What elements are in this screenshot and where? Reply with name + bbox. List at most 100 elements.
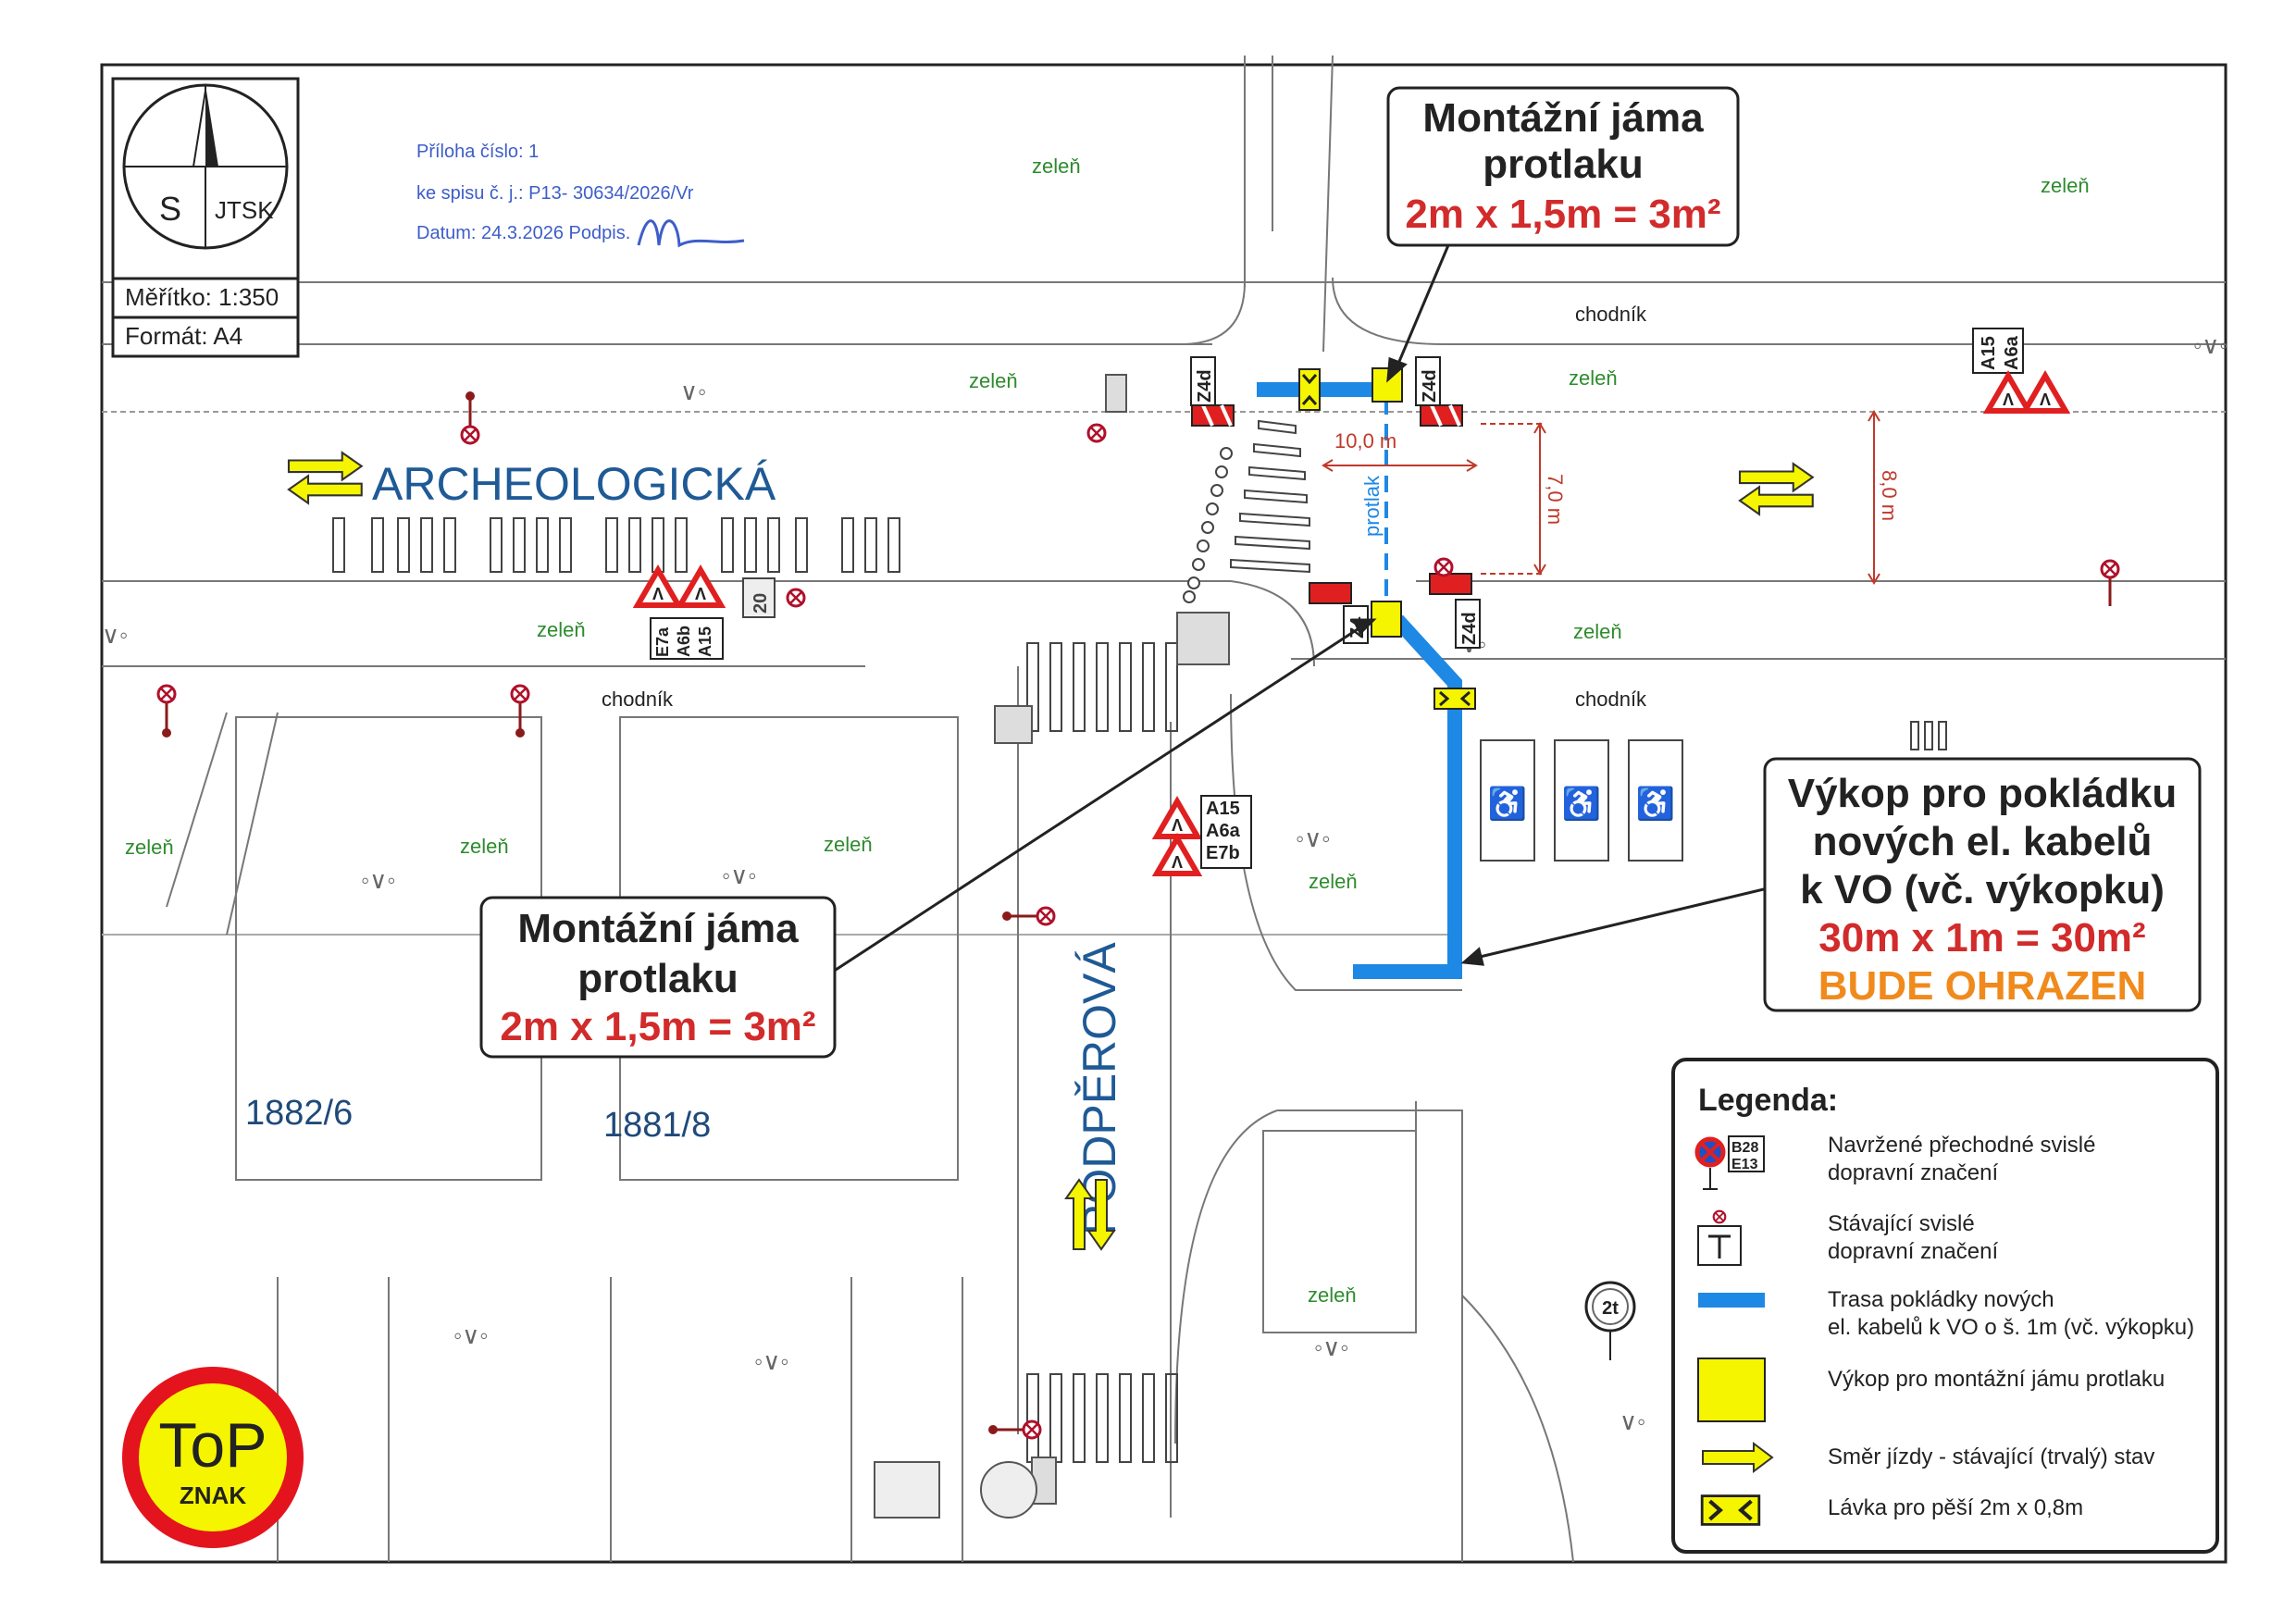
footbridge-icon bbox=[1702, 1496, 1759, 1525]
sign-z4d: Z4d bbox=[1455, 599, 1481, 649]
svg-text:Stávající svislé: Stávající svislé bbox=[1828, 1211, 1975, 1236]
direction-arrow-icon bbox=[1702, 1442, 1774, 1473]
svg-text:k VO (vč. výkopku): k VO (vč. výkopku) bbox=[1800, 867, 2165, 912]
svg-text:Z4d: Z4d bbox=[1420, 369, 1440, 403]
svg-text:protlaku: protlaku bbox=[1483, 142, 1644, 187]
sidewalk-labels: chodník chodník chodník bbox=[602, 303, 1647, 711]
dimension-label: 10,0 m bbox=[1334, 429, 1396, 452]
svg-text:Výkop pro pokládku: Výkop pro pokládku bbox=[1788, 771, 2178, 816]
svg-text:2m x 1,5m = 3m²: 2m x 1,5m = 3m² bbox=[1405, 192, 1720, 237]
svg-text:ke spisu č. j.: P13- 30634/202: ke spisu č. j.: P13- 30634/2026/Vr bbox=[416, 183, 694, 204]
legend: Legenda: B28 E13 Navržené přechodné svis… bbox=[1671, 1058, 2219, 1554]
svg-text:◦∨◦: ◦∨◦ bbox=[754, 1347, 788, 1375]
callout-trench: Výkop pro pokládku nových el. kabelů k V… bbox=[1763, 757, 2202, 1012]
zelen-label: zeleň bbox=[1308, 1283, 1357, 1307]
svg-text:Lávka pro pěší 2m x 0,8m: Lávka pro pěší 2m x 0,8m bbox=[1828, 1495, 2083, 1520]
dimension-label: 7,0 m bbox=[1544, 474, 1567, 525]
svg-text:◦∨◦: ◦∨◦ bbox=[1296, 824, 1330, 852]
svg-text:∨◦: ∨◦ bbox=[1620, 1407, 1645, 1435]
format-label: Formát: A4 bbox=[125, 322, 242, 350]
legend-item: Trasa pokládky nových el. kabelů k VO o … bbox=[1698, 1287, 2194, 1340]
zelen-label: zeleň bbox=[1309, 870, 1358, 893]
zelen-label: zeleň bbox=[460, 835, 509, 858]
street-archeologicka: ARCHEOLOGICKÁ bbox=[287, 452, 776, 510]
svg-text:A15: A15 bbox=[696, 626, 714, 657]
svg-text:A6a: A6a bbox=[2002, 335, 2022, 370]
svg-text:B28: B28 bbox=[1731, 1140, 1758, 1156]
dimensions bbox=[1322, 410, 1880, 585]
chodnik-label: chodník bbox=[1575, 303, 1647, 326]
crosswalk-diagonal bbox=[1230, 419, 1310, 574]
logo-bottom: ZNAK bbox=[180, 1481, 246, 1509]
svg-text:E7a: E7a bbox=[653, 626, 672, 657]
existing-sign-icon bbox=[1697, 1209, 1742, 1266]
footbridge-icon bbox=[1297, 367, 1322, 412]
green-area-marks: ∨◦◦∨◦ ∨◦∨◦ ◦∨◦◦∨◦ ◦∨◦◦∨◦ ◦∨◦◦∨◦ ∨◦ bbox=[102, 331, 2228, 1435]
zelen-label: zeleň bbox=[537, 618, 586, 641]
svg-text:30m x 1m = 30m²: 30m x 1m = 30m² bbox=[1818, 915, 2145, 961]
chodnik-label: chodník bbox=[602, 688, 674, 711]
callout-pit-left: Montážní jáma protlaku 2m x 1,5m = 3m² bbox=[479, 896, 837, 1059]
svg-text:Navržené přechodné svislé: Navržené přechodné svislé bbox=[1828, 1133, 2096, 1158]
zelen-label: zeleň bbox=[1573, 620, 1622, 643]
svg-text:Trasa pokládky nových: Trasa pokládky nových bbox=[1828, 1287, 2054, 1312]
legend-item: Výkop pro montážní jámu protlaku bbox=[1697, 1357, 2165, 1422]
pit-top bbox=[1371, 367, 1403, 403]
parcel-number: 1881/8 bbox=[603, 1106, 711, 1145]
bollards bbox=[1183, 447, 1233, 603]
svg-text:♿: ♿ bbox=[1488, 786, 1527, 822]
parcel-number: 1882/6 bbox=[245, 1094, 353, 1133]
disabled-parking: ♿ ♿ ♿ bbox=[1480, 739, 1683, 862]
callout-pit-top: Montážní jáma protlaku 2m x 1,5m = 3m² bbox=[1386, 86, 1740, 247]
footbridge-icon bbox=[1433, 687, 1477, 711]
sign-z4d: Z4d bbox=[1190, 356, 1216, 406]
svg-text:20: 20 bbox=[751, 593, 771, 614]
coordinate-system: JTSK bbox=[215, 196, 274, 224]
svg-text:dopravní značení: dopravní značení bbox=[1828, 1160, 1998, 1185]
dimension-label: 8,0 m bbox=[1878, 470, 1901, 521]
weight-limit-sign: 2t bbox=[1584, 1281, 1636, 1360]
scale-label: Měřítko: 1:350 bbox=[125, 283, 279, 311]
svg-text:Z4d: Z4d bbox=[1195, 369, 1215, 403]
svg-text:el. kabelů k VO o š. 1m (vč. v: el. kabelů k VO o š. 1m (vč. výkopku) bbox=[1828, 1315, 2194, 1340]
crosswalk-right bbox=[1910, 721, 1947, 750]
green-labels: zeleň zeleň zeleň zeleň zeleň zeleň zele… bbox=[125, 155, 2090, 1307]
existing-sign-boxes bbox=[874, 374, 1230, 1519]
crosswalk-podperova-upper bbox=[1026, 642, 1178, 732]
new-sign-icon: B28 E13 bbox=[1694, 1135, 1765, 1190]
svg-text:nových el. kabelů: nových el. kabelů bbox=[1813, 819, 2153, 864]
svg-text:Směr jízdy - stávající (trvalý: Směr jízdy - stávající (trvalý) stav bbox=[1828, 1444, 2154, 1469]
crosswalk-archeologicka bbox=[332, 517, 900, 573]
cable-route-icon bbox=[1698, 1293, 1765, 1308]
svg-text:E13: E13 bbox=[1731, 1157, 1758, 1172]
company-logo: ToP ZNAK bbox=[122, 1367, 304, 1548]
svg-text:Příloha číslo: 1: Příloha číslo: 1 bbox=[416, 142, 539, 162]
svg-text:BUDE OHRAZEN: BUDE OHRAZEN bbox=[1818, 963, 2146, 1009]
svg-text:dopravní značení: dopravní značení bbox=[1828, 1239, 1998, 1264]
barriers bbox=[1191, 404, 1472, 604]
zelen-label: zeleň bbox=[824, 833, 873, 856]
approval-stamp: Příloha číslo: 1 ke spisu č. j.: P13- 30… bbox=[416, 142, 745, 248]
drawing-frame bbox=[100, 63, 2228, 1564]
svg-text:Z4d: Z4d bbox=[1459, 612, 1480, 645]
crosswalk-podperova-lower bbox=[1026, 1373, 1178, 1463]
pit-bottom bbox=[1371, 601, 1402, 638]
protlak-label: protlak bbox=[1360, 475, 1384, 537]
sign-z4d: Z4d bbox=[1415, 356, 1441, 406]
svg-text:E7b: E7b bbox=[1206, 843, 1240, 863]
chodnik-label: chodník bbox=[1575, 688, 1647, 711]
legend-item: B28 E13 Navržené přechodné svislé doprav… bbox=[1694, 1133, 2096, 1190]
svg-text:A6a: A6a bbox=[1206, 821, 1241, 841]
legend-item: Směr jízdy - stávající (trvalý) stav bbox=[1702, 1442, 2154, 1473]
svg-text:2t: 2t bbox=[1602, 1298, 1619, 1319]
svg-text:∨◦: ∨◦ bbox=[102, 621, 128, 649]
sign-group-center: A15 A6a E7b bbox=[1157, 795, 1252, 874]
title-block: S JTSK Měřítko: 1:350 Formát: A4 bbox=[111, 77, 300, 358]
sign-group-right: A15 A6a bbox=[1972, 328, 2066, 411]
svg-text:A15: A15 bbox=[1206, 799, 1240, 819]
north-arrow-icon bbox=[122, 83, 289, 250]
callout-pointers bbox=[832, 244, 1769, 973]
svg-text:◦∨◦: ◦∨◦ bbox=[722, 862, 756, 889]
legend-item: Lávka pro pěší 2m x 0,8m bbox=[1702, 1495, 2083, 1524]
existing-signs bbox=[156, 391, 2120, 1440]
